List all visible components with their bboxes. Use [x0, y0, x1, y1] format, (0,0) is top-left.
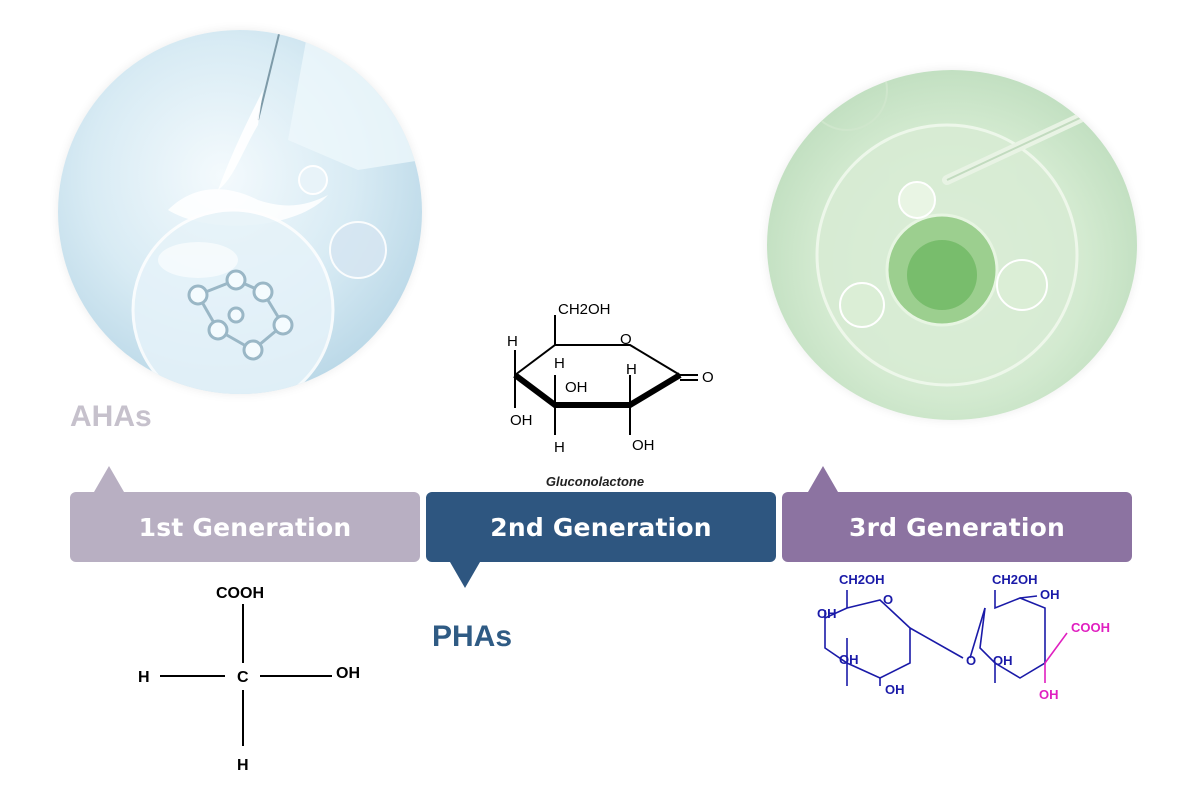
glycolic-c: C — [237, 669, 249, 686]
third-gen-pointer — [808, 466, 838, 492]
gl-h1: H — [507, 333, 518, 350]
lb-oh-left-bottom: OH — [885, 682, 905, 697]
green-droplet-pipette-icon — [806, 70, 1102, 387]
lb-ch2oh-left: CH2OH — [839, 572, 885, 587]
lb-oh-left: OH — [817, 606, 837, 621]
lb-oh-right-top: OH — [1040, 587, 1060, 602]
lb-ch2oh-right: CH2OH — [992, 572, 1038, 587]
pha-label: PHAs — [432, 620, 513, 653]
second-generation-bar: 2nd Generation — [426, 492, 776, 562]
glycolic-acid-structure: COOH C H OH H — [138, 585, 360, 774]
first-gen-pointer — [94, 466, 124, 492]
gluconolactone-structure: CH2OH O O H H H H OH OH OH — [507, 301, 714, 456]
glycolic-oh: OH — [336, 665, 360, 682]
gluconolactone-caption: Gluconolactone — [545, 474, 645, 489]
lb-oh-left-mid: OH — [839, 652, 859, 667]
gl-oh1: OH — [565, 379, 588, 396]
second-gen-pointer — [450, 562, 480, 588]
glycolic-h-bottom: H — [237, 757, 249, 774]
gl-h4: H — [554, 439, 565, 456]
gl-h3: H — [626, 361, 637, 378]
gl-oh2: OH — [510, 412, 533, 429]
glycolic-h-left: H — [138, 669, 150, 686]
third-generation-bar: 3rd Generation — [782, 492, 1132, 562]
aha-photo — [58, 30, 422, 394]
gl-h2: H — [554, 355, 565, 372]
water-splash-bubble-icon — [131, 30, 422, 394]
lb-cooh: COOH — [1071, 620, 1110, 635]
aha-label: AHAs — [70, 400, 152, 433]
gl-ch2oh: CH2OH — [558, 301, 611, 318]
lb-o-left: O — [883, 592, 893, 607]
lb-oh-right-mid: OH — [993, 653, 1013, 668]
lb-oh-acid: OH — [1039, 687, 1059, 702]
glycolic-cooh: COOH — [216, 585, 264, 602]
gl-ring-o: O — [620, 331, 632, 348]
lb-o-link: O — [966, 653, 976, 668]
gl-carbonyl-o: O — [702, 369, 714, 386]
gl-oh3: OH — [632, 437, 655, 454]
third-gen-photo — [767, 70, 1137, 420]
lactobionic-acid-structure: CH2OH O OH OH OH O CH2OH OH OH COOH OH — [817, 572, 1110, 702]
first-generation-bar: 1st Generation — [70, 492, 420, 562]
